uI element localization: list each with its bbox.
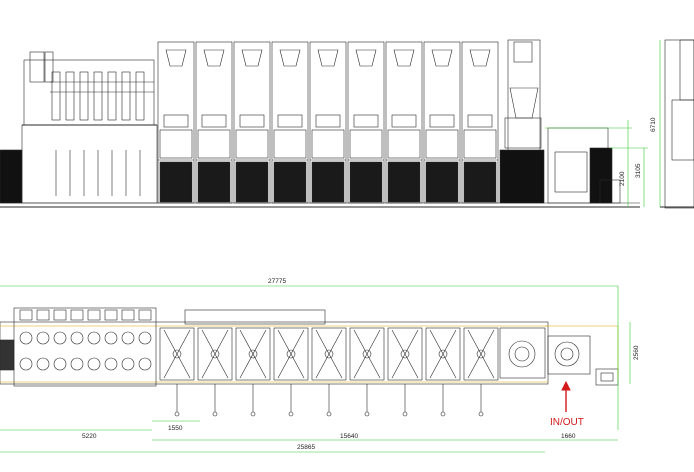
dim-seg-1: 5220 [82, 433, 97, 440]
roller-group [19, 309, 152, 371]
pump-unit [425, 327, 461, 417]
dim-seg-3: 15640 [340, 433, 358, 440]
duct [107, 71, 117, 121]
roller-unit [36, 309, 50, 371]
hopper-tower [385, 41, 423, 204]
hopper-tower [461, 41, 499, 204]
hopper-group [157, 41, 499, 204]
pump-unit [349, 327, 385, 417]
pump-group [159, 327, 499, 417]
elevation-view [0, 39, 694, 209]
in-out-arrow [561, 380, 571, 412]
roller-unit [70, 309, 84, 371]
plan-view [0, 307, 619, 387]
roller-unit [138, 309, 152, 371]
elevation-dimensions [545, 40, 661, 207]
pump-unit [273, 327, 309, 417]
dim-mid-height: 3105 [635, 163, 642, 178]
pump-unit [159, 327, 195, 417]
duct [65, 71, 75, 121]
roller-unit [19, 309, 33, 371]
hopper-tower [195, 41, 233, 204]
roller-unit [104, 309, 118, 371]
duct [51, 71, 61, 121]
pump-unit [197, 327, 233, 417]
hopper-tower [233, 41, 271, 204]
dim-overall-length: 27775 [268, 278, 286, 285]
duct [93, 71, 103, 121]
pump-unit [311, 327, 347, 417]
dim-seg-2: 1550 [168, 425, 183, 432]
hopper-tower [271, 41, 309, 204]
hopper-tower [157, 41, 195, 204]
dim-total-length: 25865 [297, 444, 315, 451]
left-housing [0, 51, 158, 204]
duct-group [51, 71, 145, 196]
plan-dimensions [0, 285, 631, 453]
duct [121, 71, 131, 121]
in-out-label: IN/OUT [550, 417, 584, 428]
duct [135, 71, 145, 121]
right-equipment [499, 39, 621, 204]
hopper-tower [347, 41, 385, 204]
hopper-tower [423, 41, 461, 204]
side-view [660, 39, 694, 209]
dim-lower-height: 2100 [619, 171, 626, 186]
dim-seg-4: 1660 [561, 433, 576, 440]
dim-total-height: 6710 [650, 117, 657, 132]
pump-unit [463, 327, 499, 417]
roller-unit [53, 309, 67, 371]
roller-unit [121, 309, 135, 371]
duct [79, 71, 89, 121]
dim-width: 2560 [633, 345, 640, 360]
roller-unit [87, 309, 101, 371]
hopper-tower [309, 41, 347, 204]
pump-unit [235, 327, 271, 417]
pump-unit [387, 327, 423, 417]
